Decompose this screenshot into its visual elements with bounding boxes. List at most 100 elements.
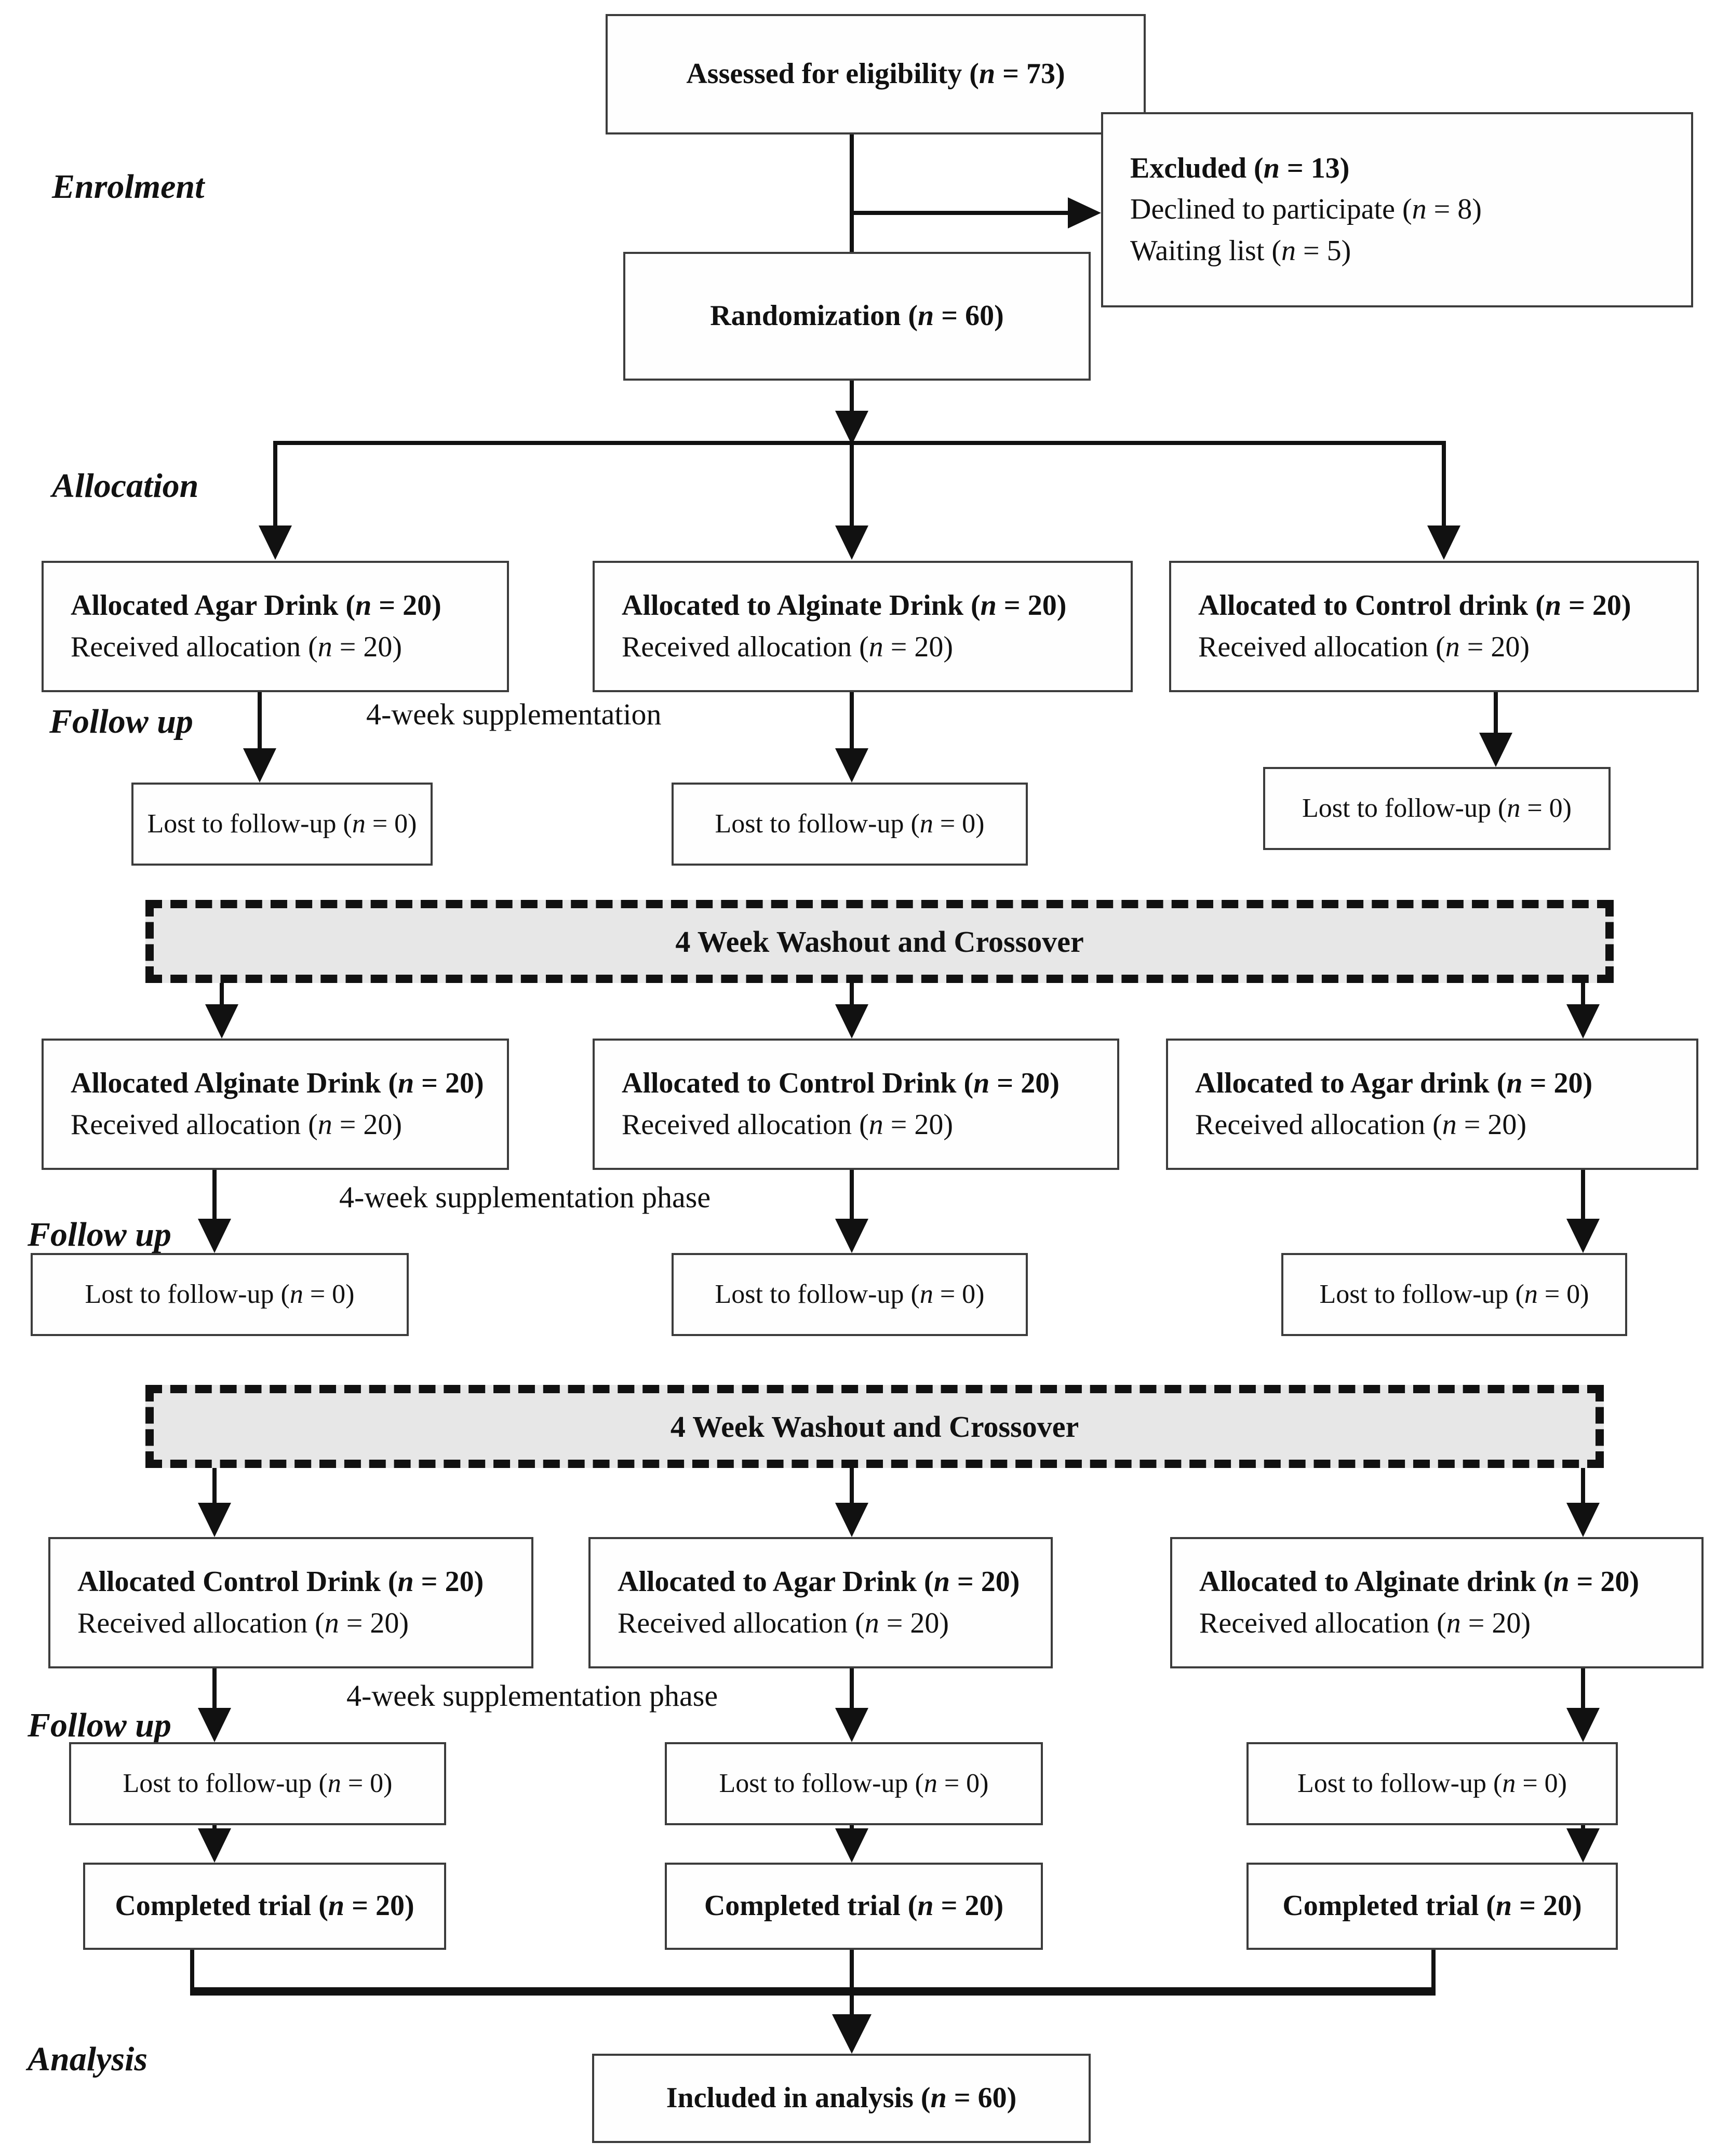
completed-text: Completed trial (n = 20) <box>115 1890 414 1922</box>
excluded-box: Excluded (n = 13) Declined to participat… <box>1101 112 1693 307</box>
flow-line <box>190 1950 194 1991</box>
alloc-title: Allocated to Alginate drink (n = 20) <box>1199 1565 1640 1598</box>
washout-box-1: 4 Week Washout and Crossover <box>145 900 1614 983</box>
completed-box: Completed trial (n = 20) <box>1246 1863 1618 1950</box>
flow-line <box>273 445 277 525</box>
section-label-analysis: Analysis <box>28 2040 148 2078</box>
lost-text: Lost to follow-up (n = 0) <box>719 1769 989 1799</box>
alloc-title: Allocated Control Drink (n = 20) <box>77 1565 484 1598</box>
lost-box: Lost to follow-up (n = 0) <box>672 1253 1028 1336</box>
alloc-box-agar-3: Allocated to Agar Drink (n = 20) Receive… <box>588 1537 1053 1668</box>
assessed-text: Assessed for eligibility (n = 73) <box>686 58 1065 90</box>
alloc-box-agar-1: Allocated Agar Drink (n = 20) Received a… <box>42 561 509 692</box>
arrow-down-icon <box>835 1828 868 1863</box>
alloc-subtitle: Received allocation (n = 20) <box>618 1607 949 1639</box>
flow-line <box>1431 1950 1436 1991</box>
lost-text: Lost to follow-up (n = 0) <box>715 1279 985 1310</box>
arrow-down-icon <box>1566 1219 1600 1253</box>
alloc-subtitle: Received allocation (n = 20) <box>77 1607 409 1639</box>
lost-box: Lost to follow-up (n = 0) <box>69 1742 446 1825</box>
lost-box: Lost to follow-up (n = 0) <box>665 1742 1043 1825</box>
flow-line <box>850 445 854 525</box>
arrow-right-icon <box>1068 197 1101 228</box>
alloc-subtitle: Received allocation (n = 20) <box>71 1108 403 1141</box>
flow-line <box>212 1170 217 1219</box>
phase-annotation-2: 4-week supplementation phase <box>339 1180 711 1214</box>
arrow-down-icon <box>835 748 868 783</box>
alloc-title: Allocated Alginate Drink (n = 20) <box>71 1067 484 1099</box>
excluded-reason: Declined to participate (n = 8) <box>1130 193 1482 226</box>
flow-line <box>190 1987 1436 1996</box>
flow-line <box>1581 1170 1585 1219</box>
flow-line <box>850 381 854 414</box>
flow-line <box>1581 1468 1585 1505</box>
lost-text: Lost to follow-up (n = 0) <box>123 1769 393 1799</box>
flow-line <box>850 692 854 748</box>
arrow-down-icon <box>1479 733 1512 767</box>
flow-line <box>212 1468 217 1505</box>
washout-text: 4 Week Washout and Crossover <box>670 1409 1079 1444</box>
flow-line <box>1581 1668 1585 1710</box>
alloc-subtitle: Received allocation (n = 20) <box>1198 630 1530 663</box>
lost-text: Lost to follow-up (n = 0) <box>715 809 985 839</box>
arrow-down-icon <box>1566 1004 1600 1039</box>
arrow-down-icon <box>835 1219 868 1253</box>
alloc-subtitle: Received allocation (n = 20) <box>622 630 954 663</box>
completed-text: Completed trial (n = 20) <box>704 1890 1004 1922</box>
arrow-down-icon <box>832 2014 872 2054</box>
flow-line <box>1442 445 1446 525</box>
flow-line <box>850 1668 854 1710</box>
randomization-text: Randomization (n = 60) <box>710 300 1004 332</box>
arrow-down-icon <box>835 525 868 560</box>
lost-box: Lost to follow-up (n = 0) <box>1263 767 1611 850</box>
lost-text: Lost to follow-up (n = 0) <box>85 1279 355 1310</box>
section-label-followup-3: Follow up <box>28 1706 171 1744</box>
flow-line <box>1494 692 1498 733</box>
lost-text: Lost to follow-up (n = 0) <box>1319 1279 1589 1310</box>
arrow-down-icon <box>243 748 276 783</box>
alloc-box-control-2: Allocated to Control Drink (n = 20) Rece… <box>593 1039 1119 1170</box>
flow-line <box>212 1668 217 1710</box>
alloc-title: Allocated Agar Drink (n = 20) <box>71 589 441 622</box>
flow-line <box>850 1825 854 1830</box>
flow-line <box>850 134 854 252</box>
assessed-box: Assessed for eligibility (n = 73) <box>606 14 1146 134</box>
lost-text: Lost to follow-up (n = 0) <box>1297 1769 1567 1799</box>
alloc-flow-text: Allocated Alginate Drink (n = 20) Receiv… <box>71 1063 498 1146</box>
flow-line <box>850 1170 854 1219</box>
flow-line <box>1581 983 1585 1006</box>
arrow-down-icon <box>1427 525 1460 560</box>
section-label-followup-2: Follow up <box>28 1216 171 1254</box>
washout-text: 4 Week Washout and Crossover <box>675 924 1084 959</box>
completed-box: Completed trial (n = 20) <box>665 1863 1043 1950</box>
alloc-box-control-3: Allocated Control Drink (n = 20) Receive… <box>48 1537 533 1668</box>
section-label-allocation: Allocation <box>52 467 199 505</box>
alloc-title: Allocated to Agar Drink (n = 20) <box>618 1565 1020 1598</box>
alloc-box-alginate-1: Allocated to Alginate Drink (n = 20) Rec… <box>593 561 1133 692</box>
completed-box: Completed trial (n = 20) <box>83 1863 446 1950</box>
flow-line <box>258 692 262 748</box>
alloc-box-agar-2: Allocated to Agar drink (n = 20) Receive… <box>1166 1039 1698 1170</box>
lost-box: Lost to follow-up (n = 0) <box>672 783 1028 866</box>
arrow-down-icon <box>198 1708 231 1742</box>
arrow-down-icon <box>259 525 292 560</box>
flow-line <box>1581 1825 1585 1830</box>
alloc-subtitle: Received allocation (n = 20) <box>1195 1108 1527 1141</box>
included-text: Included in analysis (n = 60) <box>666 2082 1017 2114</box>
flow-line <box>850 1468 854 1505</box>
alloc-subtitle: Received allocation (n = 20) <box>71 630 403 663</box>
alloc-subtitle: Received allocation (n = 20) <box>1199 1607 1531 1639</box>
flow-line <box>220 983 224 1006</box>
arrow-down-icon <box>198 1219 231 1253</box>
arrow-down-icon <box>835 1004 868 1039</box>
randomization-box: Randomization (n = 60) <box>623 252 1091 381</box>
lost-text: Lost to follow-up (n = 0) <box>147 809 417 839</box>
section-label-enrolment: Enrolment <box>52 168 205 206</box>
flow-line <box>850 1996 854 2017</box>
alloc-title: Allocated to Agar drink (n = 20) <box>1195 1067 1593 1099</box>
lost-box: Lost to follow-up (n = 0) <box>31 1253 409 1336</box>
flow-line <box>850 983 854 1006</box>
flow-line <box>850 211 1070 215</box>
flow-line <box>273 441 1446 445</box>
